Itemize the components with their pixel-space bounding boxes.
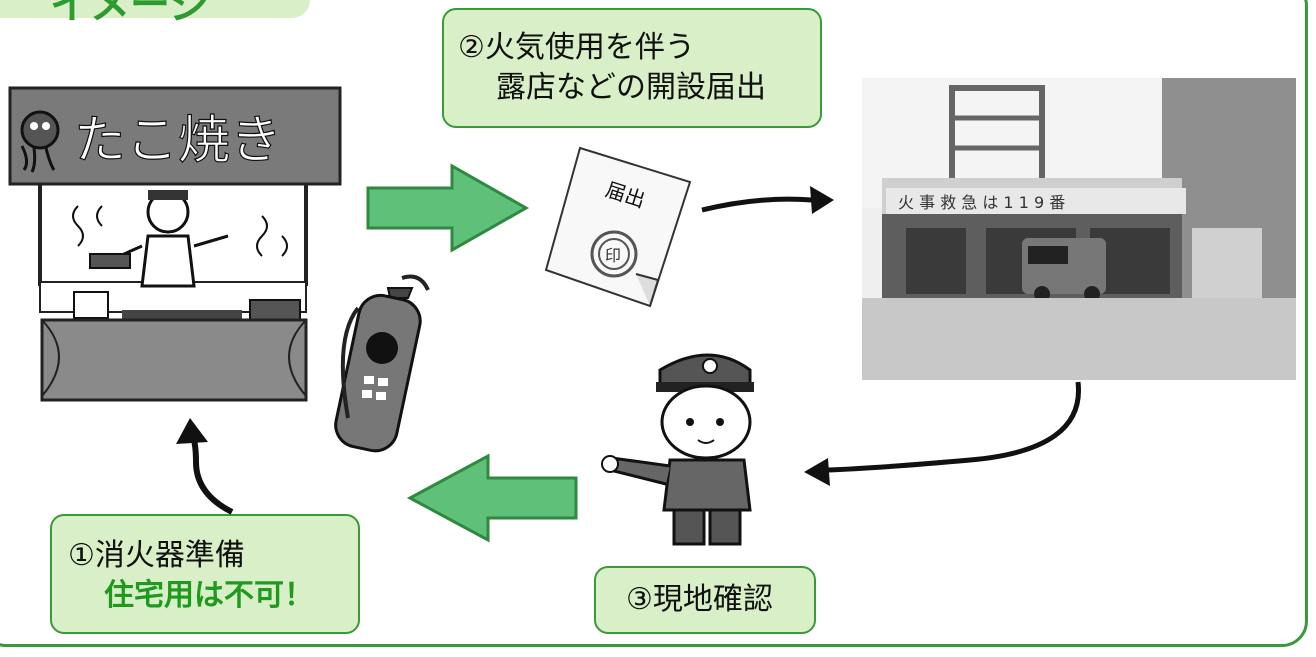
fire-extinguisher-icon: [334, 274, 430, 453]
octopus-icon: [20, 110, 60, 150]
green-arrow-left: [406, 453, 578, 543]
corner-tab: イメージ: [0, 0, 310, 28]
callout-step1-line2: 住宅用は不可！: [104, 578, 314, 613]
corner-tab-glyph: イメージ: [50, 0, 210, 28]
callout-step1: ①消火器準備 住宅用は不可！: [50, 514, 360, 634]
takoyaki-stall-illustration: たこ焼き: [8, 86, 342, 402]
green-arrow-right: [366, 163, 530, 253]
callout-step2-line1: ②火気使用を伴う: [458, 30, 695, 65]
callout-step2: ②火気使用を伴う 露店などの開設届出: [442, 8, 822, 128]
cap-emblem: [702, 358, 718, 374]
fire-officer-illustration: [601, 353, 754, 546]
callout-step3-line1: ③現地確認: [626, 582, 773, 617]
black-arrow-to-officer: [827, 381, 1081, 473]
black-arrow-to-station: [701, 196, 813, 213]
black-arrow-to-stall: [189, 431, 234, 515]
callout-step1-line1: ①消火器準備: [68, 538, 245, 573]
callout-step3: ③現地確認: [594, 566, 816, 634]
notification-document-icon: 届出 印: [544, 146, 692, 308]
diagram-frame: [0, 0, 1308, 647]
fire-station-photo: 火 事 救 急 は 1 1 9 番: [862, 78, 1296, 380]
document-stamp: 印: [605, 246, 621, 265]
station-banner-text: 火 事 救 急 は 1 1 9 番: [898, 193, 1065, 212]
callout-step2-line2: 露店などの開設届出: [496, 70, 766, 105]
stall-sign-text: たこ焼き: [74, 111, 282, 171]
